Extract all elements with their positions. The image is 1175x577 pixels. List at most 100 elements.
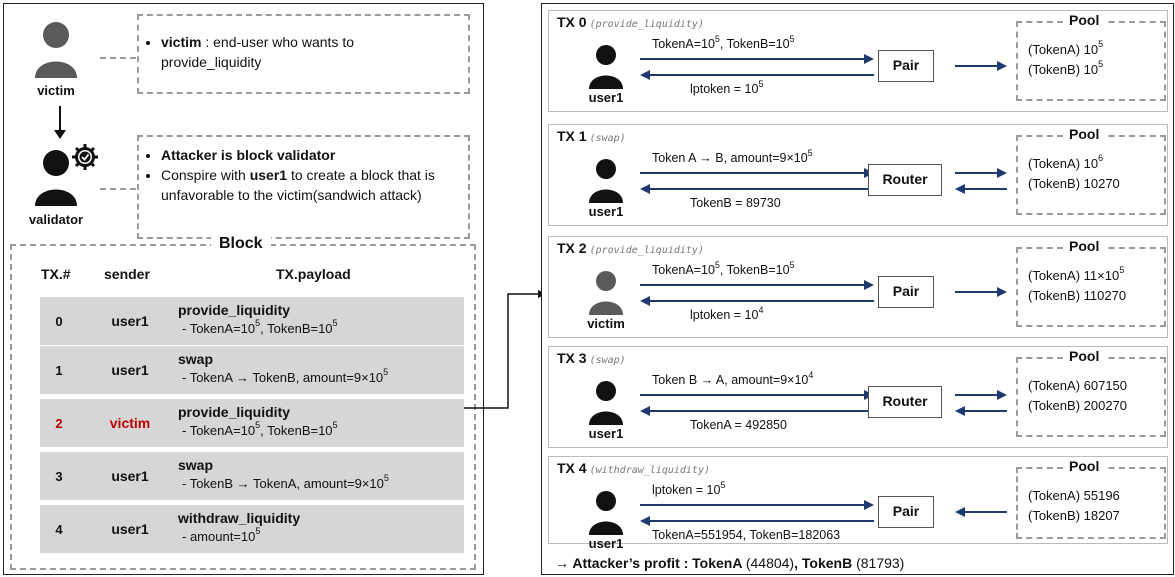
tx-response-label: TokenA = 492850 xyxy=(690,418,787,432)
pool-box xyxy=(1016,357,1166,437)
row-method: withdraw_liquidity xyxy=(178,510,301,526)
pool-in-arrow xyxy=(955,168,1007,178)
tx-section xyxy=(548,10,1168,112)
row-detail: - TokenA=105, TokenB=105 xyxy=(182,318,338,336)
tx-request-arrow xyxy=(640,390,874,400)
row-tx-num: 4 xyxy=(55,522,63,537)
row-method: swap xyxy=(178,351,214,367)
tx-response-arrow xyxy=(640,406,874,416)
pool-box xyxy=(1016,247,1166,327)
pool-title: Pool xyxy=(1063,458,1106,474)
tx-response-arrow xyxy=(640,70,874,80)
tx-request-arrow xyxy=(640,168,874,178)
victim-note: victim : end-user who wants to provide_l… xyxy=(137,14,470,94)
row-detail: - TokenA=105, TokenB=105 xyxy=(182,420,338,438)
tx-request-label: lptoken = 105 xyxy=(652,480,726,497)
victim-note-connector xyxy=(100,57,138,59)
row-sender: user1 xyxy=(111,521,149,537)
tx-title: TX 2(provide_liquidity) xyxy=(557,240,704,256)
row-sender: user1 xyxy=(111,468,149,484)
block-row xyxy=(40,297,464,345)
tx-target-box: Pair xyxy=(878,496,934,528)
tx-section xyxy=(548,124,1168,226)
tx-response-arrow xyxy=(640,296,874,306)
pool-withdraw-arrow xyxy=(955,507,1007,517)
pool-token-b: (TokenB) 110270 xyxy=(1028,288,1127,303)
block-row xyxy=(40,399,464,447)
tx-request-arrow xyxy=(640,54,874,64)
pool-deposit-arrow xyxy=(955,287,1007,297)
tx-target-box: Router xyxy=(868,164,942,196)
tx-title: TX 0(provide_liquidity) xyxy=(557,14,704,30)
row-sender: user1 xyxy=(111,362,149,378)
row-method: swap xyxy=(178,457,214,473)
user-person-icon xyxy=(589,159,623,203)
tx-request-label: TokenA=105, TokenB=105 xyxy=(652,34,795,51)
victim-person-icon xyxy=(35,22,77,78)
block-row xyxy=(40,452,464,500)
user-person-icon xyxy=(589,45,623,89)
attacker-profit: → Attacker’s profit : TokenA (44804), To… xyxy=(555,555,905,571)
validator-person-icon xyxy=(35,150,77,206)
tx-actor-label: user1 xyxy=(588,536,624,551)
tx-target-box: Pair xyxy=(878,50,934,82)
row-sender: victim xyxy=(109,415,151,431)
pool-out-arrow xyxy=(955,406,1007,416)
pool-token-b: (TokenB) 105 xyxy=(1028,59,1104,77)
block-to-tx-arrow xyxy=(464,290,546,409)
tx-request-arrow xyxy=(640,500,874,510)
tx-request-arrow xyxy=(640,280,874,290)
row-tx-num: 2 xyxy=(55,416,63,431)
victim-label: victim xyxy=(37,83,75,98)
row-detail: - TokenA → TokenB, amount=9×105 xyxy=(182,367,389,385)
pool-box xyxy=(1016,467,1166,539)
user-person-icon xyxy=(589,381,623,425)
row-tx-num: 0 xyxy=(55,314,63,329)
tx-actor-label: user1 xyxy=(588,426,624,441)
tx-response-arrow xyxy=(640,184,874,194)
pool-token-a: (TokenA) 105 xyxy=(1028,39,1104,57)
tx-title: TX 3(swap) xyxy=(557,350,626,366)
pool-token-b: (TokenB) 200270 xyxy=(1028,398,1128,413)
tx-title: TX 1(swap) xyxy=(557,128,626,144)
tx-response-label: TokenA=551954, TokenB=182063 xyxy=(652,528,841,542)
pool-token-a: (TokenA) 607150 xyxy=(1028,378,1128,393)
block-row xyxy=(40,346,464,394)
row-tx-num: 3 xyxy=(55,469,63,484)
pool-token-b: (TokenB) 10270 xyxy=(1028,176,1120,191)
pool-title: Pool xyxy=(1063,12,1106,28)
gear-check-icon xyxy=(72,144,98,170)
user-person-icon xyxy=(589,491,623,535)
tx-response-label: lptoken = 104 xyxy=(690,305,764,322)
pool-in-arrow xyxy=(955,390,1007,400)
tx-response-label: lptoken = 105 xyxy=(690,79,764,96)
tx-section xyxy=(548,346,1168,448)
header-tx-num: TX.# xyxy=(41,266,71,282)
row-method: provide_liquidity xyxy=(178,404,291,420)
pool-token-b: (TokenB) 18207 xyxy=(1028,508,1120,523)
pool-deposit-arrow xyxy=(955,61,1007,71)
validator-note-connector xyxy=(100,188,138,190)
tx-request-label: Token A → B, amount=9×105 xyxy=(652,148,813,165)
header-payload: TX.payload xyxy=(276,266,351,282)
tx-section xyxy=(548,456,1168,544)
row-detail: - amount=105 xyxy=(182,526,261,544)
pool-out-arrow xyxy=(955,184,1007,194)
pool-title: Pool xyxy=(1063,126,1106,142)
pool-token-a: (TokenA) 11×105 xyxy=(1028,265,1125,283)
tx-target-box: Router xyxy=(868,386,942,418)
tx-section xyxy=(548,236,1168,338)
pool-box xyxy=(1016,21,1166,101)
down-arrow xyxy=(54,106,66,139)
tx-actor-label: user1 xyxy=(588,90,624,105)
tx-target-box: Pair xyxy=(878,276,934,308)
pool-token-a: (TokenA) 106 xyxy=(1028,153,1104,171)
pool-token-a: (TokenA) 55196 xyxy=(1028,488,1120,503)
row-tx-num: 1 xyxy=(55,363,63,378)
tx-actor-label: victim xyxy=(587,316,625,331)
validator-label: validator xyxy=(28,212,84,227)
tx-response-arrow xyxy=(640,516,874,526)
pool-title: Pool xyxy=(1063,238,1106,254)
row-method: provide_liquidity xyxy=(178,302,291,318)
row-detail: - TokenB → TokenA, amount=9×105 xyxy=(182,473,389,491)
